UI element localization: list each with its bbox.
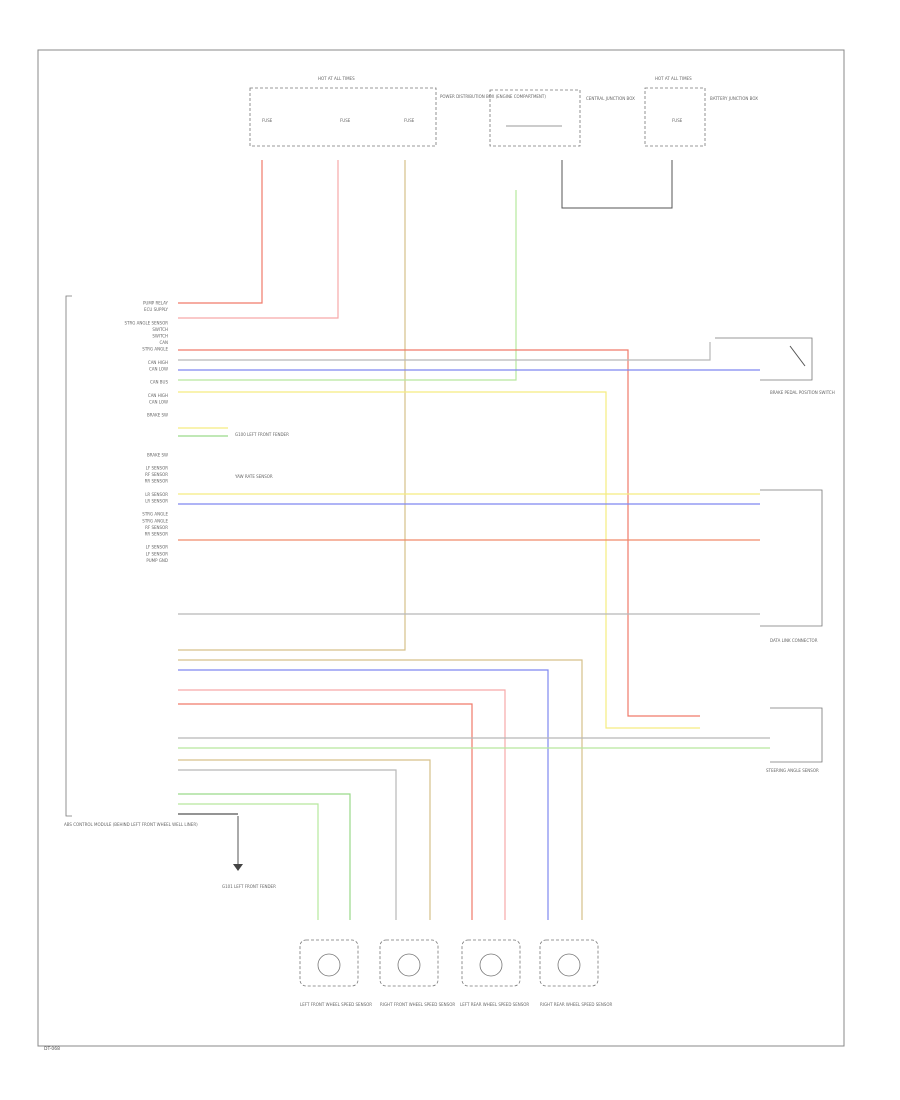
wire-pink (178, 160, 339, 319)
ground-label: G101 LEFT FRONT FENDER (222, 884, 276, 889)
fuse-d-label: FUSE (672, 118, 683, 123)
wheel-rr-label: RIGHT REAR WHEEL SPEED SENSOR (540, 1002, 612, 1007)
wire-yellow (178, 391, 700, 729)
wheel-sensor-group (299, 939, 599, 987)
module-pin-label: CAN LOW (149, 400, 168, 405)
abs-module-label: ABS CONTROL MODULE (BEHIND LEFT FRONT WH… (64, 822, 198, 827)
module-pin-label: STRG ANGLE (142, 512, 168, 517)
battery-feed-loop (561, 160, 673, 209)
fuse-c-label: FUSE (404, 118, 415, 123)
wheel-sensor-icon (397, 953, 421, 977)
wire-tan (178, 160, 406, 651)
brake-switch-contact (789, 345, 806, 367)
module-pin-label: CAN HIGH (148, 393, 168, 398)
dlc-label: DATA LINK CONNECTOR (770, 638, 818, 643)
module-pin-label: LF SENSOR (146, 551, 169, 556)
top-hot-label: HOT AT ALL TIMES (318, 76, 355, 81)
wheel-sensor-housing (461, 939, 521, 987)
yaw-label: YAW RATE SENSOR (234, 474, 273, 479)
module-pin-label: SWITCH (152, 334, 168, 339)
wheel-sensor-housing (299, 939, 359, 987)
wheel-sensor-housing (379, 939, 439, 987)
module-pin-label: RR SENSOR (145, 479, 169, 484)
battery-junction-box (644, 87, 706, 147)
brake-switch-box (715, 337, 813, 381)
central-label: CENTRAL JUNCTION BOX (586, 96, 635, 101)
diagram-code: DT-068 (44, 1046, 60, 1052)
wheel-lf-label: LEFT FRONT WHEEL SPEED SENSOR (300, 1002, 372, 1007)
wire-red (178, 160, 263, 304)
ground2-label: G100 LEFT FRONT FENDER (235, 432, 289, 437)
ground-icon (233, 864, 243, 871)
wheel-sensor-icon (317, 953, 341, 977)
dlc-bracket (760, 489, 823, 627)
module-pin-label: LF SENSOR (146, 545, 169, 550)
battery-hot-label: HOT AT ALL TIMES (655, 76, 692, 81)
abs-module-bracket (65, 295, 72, 817)
module-pin-label: LF SENSOR (146, 466, 169, 471)
brake-switch-label: BRAKE PEDAL POSITION SWITCH (770, 390, 835, 395)
module-pin-label: RF SENSOR (145, 525, 168, 530)
module-pin-label: STRG ANGLE SENSOR (124, 320, 168, 325)
top-dist-label: POWER DISTRIBUTION BOX (ENGINE COMPARTME… (440, 94, 546, 99)
steering-bracket (770, 707, 823, 763)
module-pin-label: RR SENSOR (145, 532, 169, 537)
wire-green (178, 793, 351, 920)
module-pin-label: BRAKE SW (147, 413, 168, 418)
wire-red (178, 703, 473, 920)
wire-gray (178, 342, 711, 361)
module-pin-label: PUMP RELAY (143, 301, 169, 306)
wire-group (178, 160, 770, 920)
module-pin-label: CAN HIGH (148, 360, 168, 365)
module-pin-label: ECU SUPPLY (144, 307, 169, 312)
central-junction-box (489, 89, 581, 147)
steering-label: STEERING ANGLE SENSOR (766, 768, 819, 773)
module-pin-label: PUMP GND (146, 558, 168, 563)
wire-tan (178, 659, 583, 920)
wire-tan (178, 759, 431, 920)
module-pin-label: SWITCH (152, 327, 168, 332)
wire-pink (178, 689, 506, 920)
fuse-b-label: FUSE (340, 118, 351, 123)
wire-gray (178, 769, 397, 920)
battery-junction-label: BATTERY JUNCTION BOX (710, 96, 758, 101)
wire-blue (178, 669, 549, 920)
module-pin-label: BRAKE SW (147, 452, 168, 457)
wheel-sensor-housing (539, 939, 599, 987)
wire-ltgreen (178, 190, 517, 381)
wire-ltgreen (178, 803, 319, 920)
module-pin-label: CAN BUS (150, 380, 168, 385)
module-pin-label: STRG ANGLE (142, 347, 168, 352)
module-pin-label: LR SENSOR (145, 492, 168, 497)
module-pin-label: RF SENSOR (145, 472, 168, 477)
power-distribution-box (249, 87, 437, 147)
fuse-a-label: FUSE (262, 118, 273, 123)
diagram-frame (37, 49, 845, 1047)
wheel-lr-label: LEFT REAR WHEEL SPEED SENSOR (460, 1002, 529, 1007)
module-pin-label: STRG ANGLE (142, 518, 168, 523)
wire-red (178, 349, 700, 717)
wheel-rf-label: RIGHT FRONT WHEEL SPEED SENSOR (380, 1002, 455, 1007)
wheel-sensor-icon (557, 953, 581, 977)
wheel-sensor-icon (479, 953, 503, 977)
module-pin-label: LR SENSOR (145, 499, 168, 504)
module-pin-label: CAN (159, 340, 168, 345)
module-pin-label: CAN LOW (149, 367, 168, 372)
